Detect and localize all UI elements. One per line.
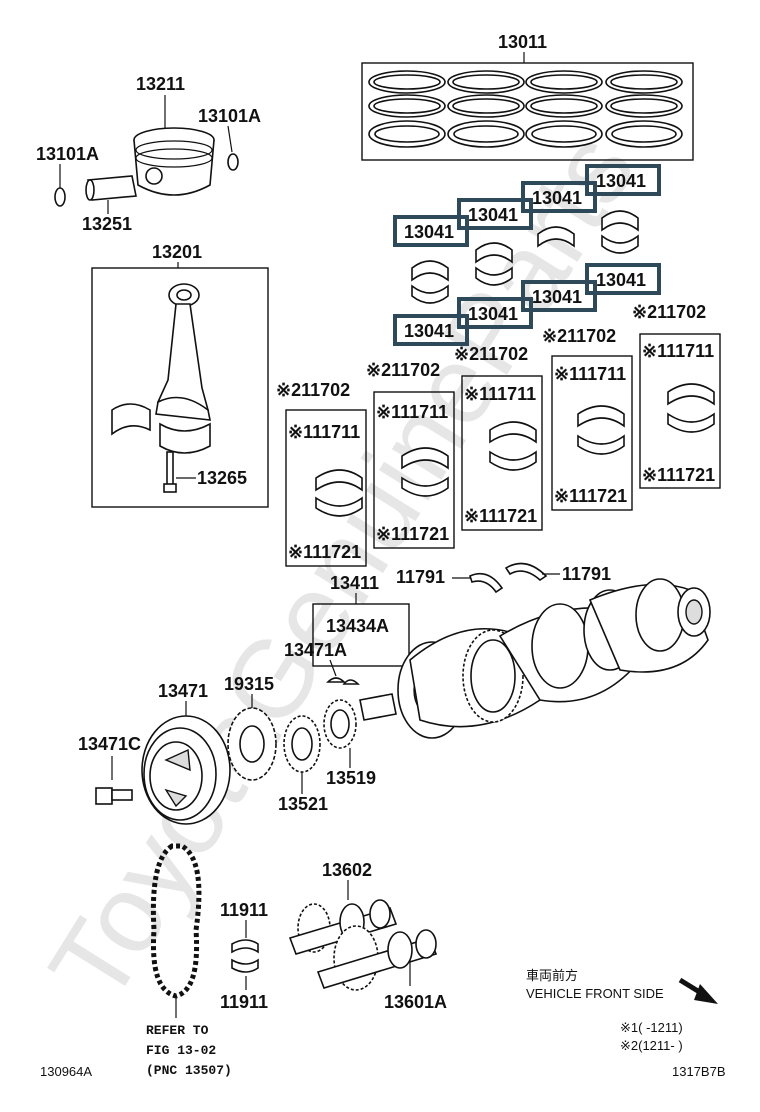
connecting-rod bbox=[111, 283, 211, 454]
label-set1-upper: ※111711 bbox=[288, 422, 360, 442]
main-bearing-set-2: ※211702 ※111711 ※111721 bbox=[366, 360, 455, 549]
label-13041-8: 13041 bbox=[404, 321, 454, 341]
label-set3-lower: ※111721 bbox=[464, 506, 537, 526]
label-11911-bottom: 11911 bbox=[220, 992, 268, 1012]
label-13041-1: 13041 bbox=[596, 171, 646, 191]
crankshaft bbox=[359, 578, 711, 739]
vehicle-front-en: VEHICLE FRONT SIDE bbox=[526, 986, 664, 1001]
label-13011: 13011 bbox=[498, 32, 547, 52]
timing-plate-19315 bbox=[227, 707, 277, 781]
code-left: 130964A bbox=[40, 1064, 92, 1079]
label-set2-lower: ※111721 bbox=[376, 524, 449, 544]
label-set4-lower: ※111721 bbox=[554, 486, 627, 506]
label-13041-6: 13041 bbox=[532, 287, 582, 307]
label-13601A: 13601A bbox=[384, 992, 447, 1012]
piston-rings bbox=[368, 70, 683, 148]
piston-pin bbox=[85, 175, 137, 201]
main-bearing-set-5: ※211702 ※111711 ※111721 bbox=[632, 302, 721, 489]
piston-ring-set-box bbox=[361, 62, 694, 161]
label-13471: 13471 bbox=[158, 681, 208, 701]
thrust-washer-left bbox=[469, 572, 504, 594]
piston bbox=[133, 127, 215, 196]
label-13101A-left: 13101A bbox=[36, 144, 99, 164]
vehicle-front-arrow-icon bbox=[678, 977, 718, 1004]
label-set4-top: ※211702 bbox=[542, 326, 616, 346]
label-set5-upper: ※111711 bbox=[642, 341, 714, 361]
label-set4-upper: ※111711 bbox=[554, 364, 626, 384]
label-set1-lower: ※111721 bbox=[288, 542, 361, 562]
label-set3-top: ※211702 bbox=[454, 344, 528, 364]
label-set3-upper: ※111711 bbox=[464, 384, 536, 404]
label-13041-5: 13041 bbox=[596, 270, 646, 290]
refer-line-2: FIG 13-02 bbox=[146, 1043, 216, 1058]
label-13265: 13265 bbox=[197, 468, 247, 488]
sprocket-13519 bbox=[323, 699, 357, 749]
label-13521: 13521 bbox=[278, 794, 328, 814]
label-13602: 13602 bbox=[322, 860, 372, 880]
label-19315: 19315 bbox=[224, 674, 274, 694]
label-set2-top: ※211702 bbox=[366, 360, 440, 380]
crankshaft-pulley bbox=[141, 715, 231, 825]
main-bearing-set-1: ※211702 ※111711 ※111721 bbox=[276, 380, 367, 567]
refer-line-3: (PNC 13507) bbox=[146, 1063, 232, 1078]
main-bearing-set-3: ※211702 ※111711 ※111721 bbox=[454, 344, 543, 531]
label-11911-top: 11911 bbox=[220, 900, 268, 920]
label-13471A: 13471A bbox=[284, 640, 347, 660]
refer-line-1: REFER TO bbox=[146, 1023, 209, 1038]
label-set5-lower: ※111721 bbox=[642, 465, 715, 485]
label-13041-3: 13041 bbox=[468, 205, 518, 225]
label-13434A: 13434A bbox=[326, 616, 389, 636]
key-box bbox=[312, 603, 410, 667]
label-13041-4: 13041 bbox=[404, 222, 454, 242]
label-set5-top: ※211702 bbox=[632, 302, 706, 322]
balance-shaft-13601A bbox=[316, 925, 438, 991]
code-right: 1317B7B bbox=[672, 1064, 726, 1079]
connecting-rod-box bbox=[91, 267, 269, 508]
label-13251: 13251 bbox=[82, 214, 132, 234]
pulley-bolt bbox=[95, 787, 133, 805]
label-13211: 13211 bbox=[136, 74, 185, 94]
woodruff-keys bbox=[326, 677, 360, 685]
label-13101A-right: 13101A bbox=[198, 106, 261, 126]
note-2: ※2(1211- ) bbox=[620, 1038, 683, 1053]
sprocket-13521 bbox=[283, 715, 321, 773]
thrust-washer-right bbox=[504, 562, 548, 582]
label-11791-left: 11791 bbox=[396, 567, 445, 587]
vehicle-front-jp: 車両前方 bbox=[526, 968, 578, 983]
label-13201: 13201 bbox=[152, 242, 202, 262]
label-13041-7: 13041 bbox=[468, 304, 518, 324]
label-13519: 13519 bbox=[326, 768, 376, 788]
main-bearing-set-4: ※211702 ※111711 ※111721 bbox=[542, 326, 633, 511]
rod-bolt bbox=[163, 451, 177, 493]
snap-ring-left bbox=[54, 187, 66, 207]
label-13411: 13411 bbox=[330, 573, 379, 593]
label-set1-top: ※211702 bbox=[276, 380, 350, 400]
label-13041-2: 13041 bbox=[532, 188, 582, 208]
balance-shaft-bearings bbox=[231, 939, 259, 973]
note-1: ※1( -1211) bbox=[620, 1020, 683, 1035]
label-set2-upper: ※111711 bbox=[376, 402, 448, 422]
rod-bearings bbox=[411, 210, 639, 304]
snap-ring-right bbox=[227, 153, 239, 171]
rod-bearing-callouts: 13041 13041 13041 13041 13041 13041 1304… bbox=[393, 164, 661, 346]
label-11791-right: 11791 bbox=[562, 564, 611, 584]
label-13471C: 13471C bbox=[78, 734, 141, 754]
